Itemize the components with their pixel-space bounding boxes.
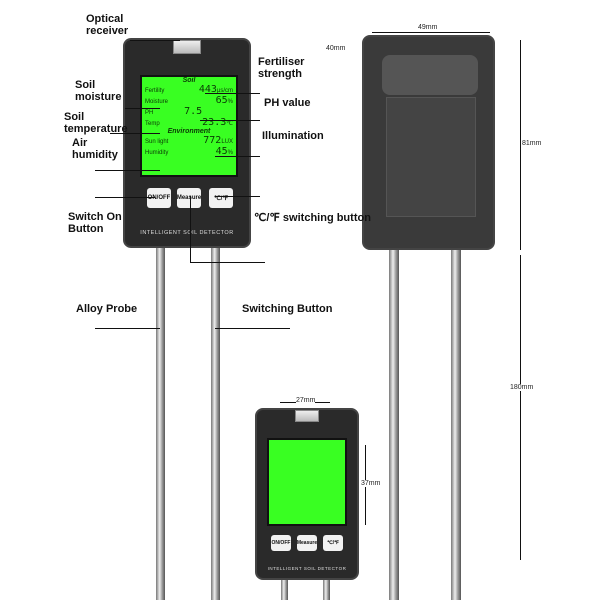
- probe-clamp: [382, 55, 478, 95]
- dim-top-height: 40mm: [326, 45, 346, 52]
- humidity-unit: %: [227, 150, 233, 156]
- dim-total-length: 180mm: [510, 384, 534, 391]
- temp-label: Temp: [145, 121, 160, 127]
- brand-text: INTELLIGENT SOIL DETECTOR: [140, 230, 234, 236]
- sunlight-unit: LUX: [221, 139, 233, 145]
- ph-value: 7.5: [184, 106, 203, 117]
- label-switch-on-button: Switch On Button: [68, 211, 122, 235]
- soil-detector-back: [362, 35, 495, 250]
- humidity-label: Humidity: [145, 150, 169, 156]
- leader-ph: [200, 120, 260, 121]
- small-unit-button[interactable]: ℃/℉: [323, 535, 343, 551]
- fertility-label: Fertility: [145, 88, 165, 94]
- moisture-unit: %: [227, 99, 233, 105]
- environment-header: Environment: [167, 128, 211, 135]
- alloy-probe-right: [211, 246, 220, 600]
- small-probe-right: [323, 578, 330, 600]
- leader-switch: [95, 197, 155, 198]
- leader-temp: [110, 133, 160, 134]
- dim-width-front: 27mm: [296, 397, 316, 404]
- moisture-label: Moisture: [145, 99, 169, 105]
- leader-fertiliser: [205, 93, 260, 94]
- ph-label: PH: [145, 110, 154, 116]
- back-probe-left: [389, 140, 399, 600]
- dim-body-height: 81mm: [522, 140, 542, 147]
- moisture-value: 65: [215, 95, 228, 106]
- label-air-humidity: Air humidity: [72, 137, 118, 161]
- label-soil-moisture: Soil moisture: [75, 79, 122, 103]
- soil-header: Soil: [182, 77, 196, 84]
- dim-screen-height: 37mm: [361, 480, 381, 487]
- leader-moisture: [125, 108, 160, 109]
- lcd-screen: Soil Fertility 443μs/cm Moisture 65% PH 7.5…: [140, 75, 238, 177]
- leader-measure-h: [190, 262, 265, 263]
- small-brand-text: INTELLIGENT SOIL DETECTOR: [267, 566, 347, 571]
- temp-unit: ℃: [226, 121, 233, 127]
- alloy-probe-left: [156, 246, 165, 600]
- small-optical-receiver: [295, 410, 319, 422]
- humidity-value: 45: [215, 146, 228, 157]
- fertility-unit: μs/cm: [216, 88, 233, 94]
- optical-receiver: [173, 40, 201, 54]
- on-off-button[interactable]: ON/OFF: [147, 188, 171, 208]
- label-optical-receiver: Optical receiver: [86, 13, 129, 37]
- leader-illumination: [215, 156, 260, 157]
- label-soil-temperature: Soil temperature: [64, 111, 128, 135]
- back-plate: [386, 97, 476, 217]
- label-fertiliser-strength: Fertiliser strength: [258, 56, 305, 80]
- label-unit-switching-button: ℃/℉ switching button: [254, 212, 371, 224]
- soil-detector-size-view: ON/OFF Measure ℃/℉ INTELLIGENT SOIL DETE…: [255, 408, 359, 580]
- small-on-off-button[interactable]: ON/OFF: [271, 535, 291, 551]
- label-ph-value: PH value: [264, 97, 311, 109]
- leader-measure: [190, 196, 191, 262]
- dim-line-49: [372, 32, 490, 33]
- leader-optical: [130, 40, 180, 41]
- label-alloy-probe: Alloy Probe: [76, 303, 138, 315]
- dim-line-180: [520, 255, 521, 560]
- fertility-value: 443: [198, 84, 217, 95]
- small-probe-left: [281, 578, 288, 600]
- temp-value: 23.3: [202, 117, 227, 128]
- sunlight-value: 772: [203, 135, 222, 146]
- sunlight-label: Sun light: [145, 139, 169, 145]
- unit-toggle-button[interactable]: ℃/℉: [209, 188, 233, 208]
- soil-detector-front: Soil Fertility 443μs/cm Moisture 65% PH 7.5…: [123, 38, 251, 248]
- dim-line-81: [520, 40, 521, 250]
- measure-button[interactable]: Measure: [177, 188, 201, 208]
- leader-alloy: [95, 328, 160, 329]
- small-lcd-screen: [267, 438, 347, 526]
- leader-humidity: [95, 170, 160, 171]
- dim-width-back: 49mm: [418, 24, 438, 31]
- label-switching-button: Switching Button: [242, 303, 333, 315]
- leader-switching: [215, 328, 290, 329]
- back-probe-right: [451, 140, 461, 600]
- leader-unit: [215, 196, 260, 197]
- small-measure-button[interactable]: Measure: [297, 535, 317, 551]
- label-illumination: Illumination: [262, 130, 324, 142]
